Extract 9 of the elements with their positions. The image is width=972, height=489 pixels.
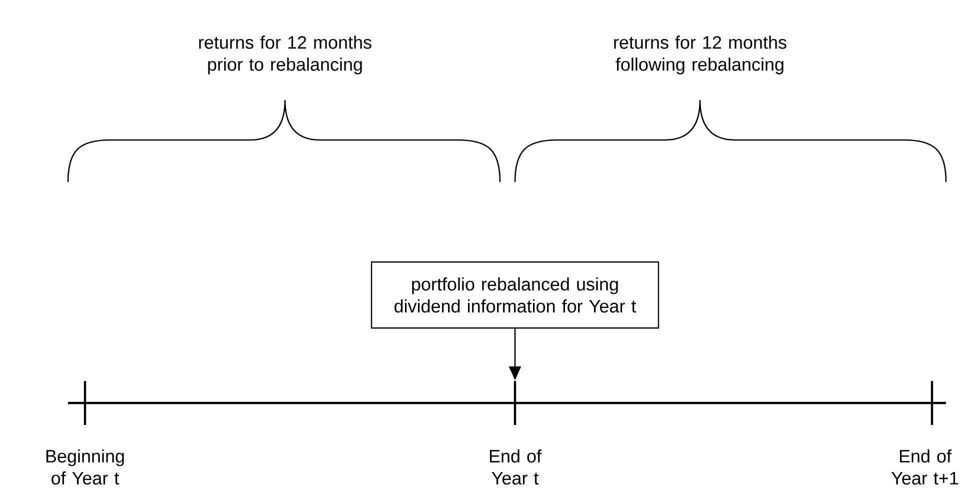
- tick-mark: [930, 381, 934, 425]
- tick-mark: [514, 381, 516, 425]
- brace-label: returns for 12 months prior to rebalancing: [199, 36, 372, 74]
- tick-label: End of Year t: [490, 449, 542, 485]
- brace-label: returns for 12 months following rebalancing: [614, 36, 786, 74]
- process-box: portfolio rebalanced using dividend information for Year t: [370, 261, 660, 329]
- tick-mark: [84, 381, 86, 425]
- tick-label: End of Year t+1: [891, 449, 958, 485]
- tick-label: Beginning of Year t: [46, 449, 124, 485]
